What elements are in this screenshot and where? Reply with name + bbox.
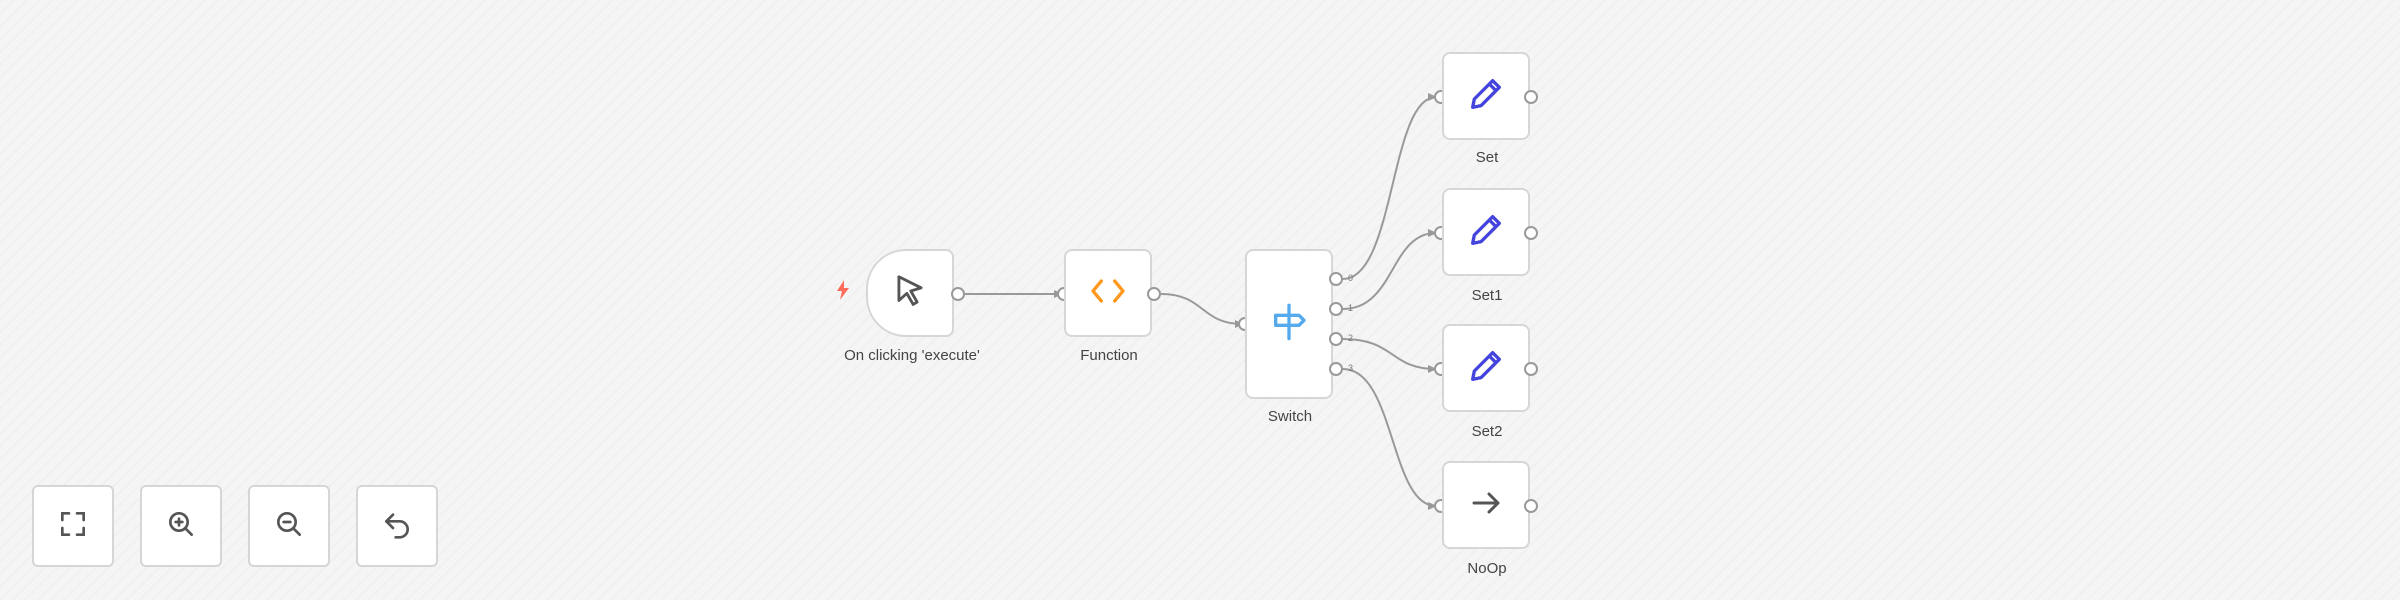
undo-icon	[381, 508, 413, 545]
fullscreen-icon	[57, 508, 89, 545]
node-trigger-label: On clicking 'execute'	[844, 347, 980, 364]
node-switch-output-handle-1[interactable]	[1329, 302, 1343, 316]
node-set2-output-handle[interactable]	[1524, 362, 1538, 376]
reset-zoom-button[interactable]	[356, 485, 438, 567]
arrow-right-icon	[1468, 485, 1504, 526]
zoom-out-button[interactable]	[248, 485, 330, 567]
connection-switch-noop[interactable]	[1342, 368, 1437, 510]
node-set1-label: Set1	[1471, 287, 1503, 304]
node-set-output-handle[interactable]	[1524, 90, 1538, 104]
node-switch-output-handle-2[interactable]	[1329, 332, 1343, 346]
switch-output-label-0: 0	[1348, 273, 1354, 283]
pen-icon	[1466, 346, 1506, 391]
zoom-to-fit-button[interactable]	[32, 485, 114, 567]
zoom-out-icon	[273, 508, 305, 545]
node-noop-output-handle[interactable]	[1524, 499, 1538, 513]
connection-function-switch[interactable]	[1160, 293, 1244, 328]
node-trigger[interactable]	[866, 249, 954, 337]
node-set2-label: Set2	[1471, 423, 1503, 440]
switch-output-label-1: 1	[1348, 303, 1354, 313]
node-function-label: Function	[1080, 347, 1138, 364]
node-switch-output-handle-3[interactable]	[1329, 362, 1343, 376]
cursor-icon	[891, 272, 929, 315]
node-switch-output-handle-0[interactable]	[1329, 272, 1343, 286]
pen-icon	[1466, 74, 1506, 119]
switch-output-label-2: 2	[1348, 333, 1354, 343]
node-function-output-handle[interactable]	[1147, 287, 1161, 301]
node-switch-label: Switch	[1267, 408, 1313, 425]
connection-switch-set2[interactable]	[1342, 338, 1437, 373]
connection-switch-set1[interactable]	[1342, 229, 1437, 310]
node-set[interactable]	[1442, 52, 1530, 140]
signpost-icon	[1269, 302, 1309, 347]
connection-switch-set[interactable]	[1342, 93, 1437, 280]
node-noop-label: NoOp	[1467, 560, 1507, 577]
node-switch[interactable]	[1245, 249, 1333, 399]
node-set2[interactable]	[1442, 324, 1530, 412]
lightning-icon	[836, 280, 850, 305]
zoom-in-button[interactable]	[140, 485, 222, 567]
node-set1[interactable]	[1442, 188, 1530, 276]
node-set1-output-handle[interactable]	[1524, 226, 1538, 240]
zoom-in-icon	[165, 508, 197, 545]
pen-icon	[1466, 210, 1506, 255]
switch-output-label-3: 3	[1348, 363, 1354, 373]
node-noop[interactable]	[1442, 461, 1530, 549]
node-set-label: Set	[1475, 149, 1499, 166]
node-function[interactable]	[1064, 249, 1152, 337]
code-brackets-icon	[1088, 271, 1128, 316]
node-trigger-output-handle[interactable]	[951, 287, 965, 301]
